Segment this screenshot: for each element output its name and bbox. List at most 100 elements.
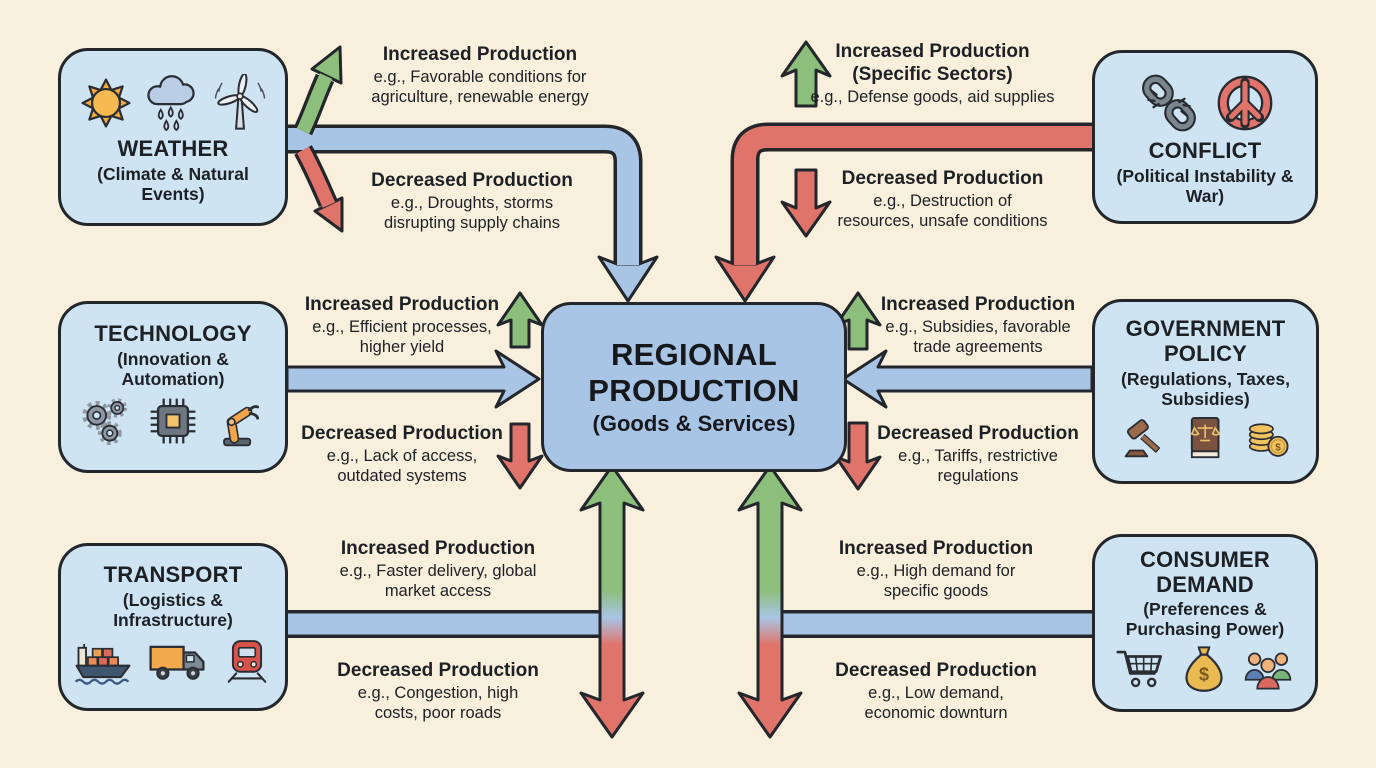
weather-decrease-arrow [294, 145, 344, 233]
truck-icon [149, 645, 205, 680]
svg-text:$: $ [1275, 442, 1281, 453]
conflict-decrease-label: Decreased Production e.g., Destruction o… [795, 168, 1090, 231]
transport-icons [70, 634, 276, 688]
center-title-line2: PRODUCTION [588, 372, 800, 408]
label-title: Increased Production [835, 41, 1030, 62]
conflict-increase-label: Increased Production (Specific Sectors) … [785, 41, 1080, 107]
government-subtitle: (Regulations, Taxes, Subsidies) [1121, 368, 1290, 409]
government-increase-label: Increased Production e.g., Subsidies, fa… [828, 294, 1128, 357]
label-line: e.g., Destruction of [873, 191, 1012, 210]
peace-symbol-icon [1217, 75, 1273, 131]
label-line: e.g., Efficient processes, [312, 317, 492, 336]
label-line: e.g., High demand for [856, 561, 1016, 580]
technology-increase-arrow [496, 291, 544, 349]
consumer-updown-arrow [737, 464, 803, 739]
government-decrease-label: Decreased Production e.g., Tariffs, rest… [828, 423, 1128, 486]
label-line: e.g., Congestion, high [357, 683, 519, 702]
label-title: Decreased Production [877, 423, 1079, 444]
technology-decrease-label: Decreased Production e.g., Lack of acces… [252, 423, 552, 486]
transport-subtitle: (Logistics & Infrastructure) [113, 589, 233, 630]
consumer-icons: $ [1113, 643, 1297, 695]
label-title: Increased Production [880, 294, 1076, 315]
people-icon [1244, 652, 1292, 690]
center-title-line1: REGIONAL [610, 337, 777, 373]
technology-increase-label: Increased Production e.g., Efficient pro… [252, 294, 552, 357]
label-line: e.g., Low demand, [868, 683, 1004, 702]
consumer-decrease-label: Decreased Production e.g., Low demand, e… [786, 660, 1086, 723]
label-line: disrupting supply chains [383, 213, 561, 232]
conflict-to-center-band [714, 122, 1092, 303]
label-line: higher yield [359, 337, 445, 356]
label-title: Decreased Production [301, 423, 503, 444]
broken-chain-icon [1142, 74, 1196, 132]
shopping-cart-icon [1116, 651, 1162, 688]
regional-production-box: REGIONAL PRODUCTION (Goods & Services) [541, 302, 847, 472]
label-title: Increased Production [304, 294, 500, 315]
conflict-title: CONFLICT [1148, 138, 1262, 164]
label-line: e.g., Subsidies, favorable [885, 317, 1071, 336]
conflict-icons [1133, 72, 1277, 134]
label-line: costs, poor roads [374, 703, 502, 722]
weather-increase-label: Increased Production e.g., Favorable con… [330, 44, 630, 107]
technology-decrease-arrow [496, 422, 544, 490]
rain-cloud-icon [147, 75, 195, 132]
government-icons: $ [1116, 413, 1296, 463]
money-bag-icon: $ [1185, 646, 1223, 693]
center-subtitle: (Goods & Services) [592, 410, 796, 436]
label-line: agriculture, renewable energy [371, 87, 589, 106]
wind-turbine-icon [214, 74, 266, 130]
transport-increase-label: Increased Production e.g., Faster delive… [288, 538, 588, 601]
label-title: Increased Production [340, 538, 536, 559]
label-title: Decreased Production [337, 660, 539, 681]
label-line: outdated systems [337, 466, 467, 485]
label-line: e.g., Tariffs, restrictive [898, 446, 1058, 465]
label-title: Increased Production [838, 538, 1034, 559]
sun-icon [81, 78, 131, 128]
label-line: e.g., Faster delivery, global [339, 561, 537, 580]
transport-title: TRANSPORT [103, 562, 243, 588]
consumer-increase-label: Increased Production e.g., High demand f… [786, 538, 1086, 601]
label-line: e.g., Droughts, storms [390, 193, 554, 212]
technology-to-center-arrow [285, 349, 541, 409]
label-line: e.g., Defense goods, aid supplies [810, 87, 1055, 106]
consumer-title: CONSUMER DEMAND [1140, 546, 1270, 597]
label-line: market access [384, 581, 492, 600]
coins-icon: $ [1248, 423, 1288, 457]
label-line: regulations [937, 466, 1019, 485]
weather-decrease-label: Decreased Production e.g., Droughts, sto… [322, 170, 622, 233]
label-title: Decreased Production [835, 660, 1037, 681]
weather-title: WEATHER [117, 136, 229, 162]
gavel-icon [1124, 419, 1160, 458]
weather-to-center-band [287, 124, 659, 303]
label-title: Increased Production [382, 44, 578, 65]
weather-increase-arrow [293, 45, 343, 136]
conflict-increase-arrow [780, 40, 832, 108]
label-title: Decreased Production [841, 168, 1044, 189]
consumer-demand-box: CONSUMER DEMAND (Preferences & Purchasin… [1092, 534, 1318, 712]
weather-icons [77, 74, 269, 132]
label-line: resources, unsafe conditions [837, 211, 1048, 230]
weather-box: WEATHER (Climate & Natural Events) [58, 48, 288, 226]
technology-box: TECHNOLOGY (Innovation & Automation) [58, 301, 288, 473]
gears-icon [82, 397, 128, 445]
conflict-box: CONFLICT (Political Instability & War) [1092, 50, 1318, 224]
weather-subtitle: (Climate & Natural Events) [97, 163, 249, 204]
svg-text:$: $ [1199, 665, 1209, 685]
law-book-icon [1190, 416, 1220, 459]
technology-title: TECHNOLOGY [94, 321, 252, 347]
label-title2: (Specific Sectors) [852, 63, 1013, 85]
government-to-center-arrow [841, 349, 1094, 409]
label-line: e.g., Favorable conditions for [373, 67, 587, 86]
conflict-subtitle: (Political Instability & War) [1116, 165, 1294, 206]
government-title: GOVERNMENT POLICY [1125, 316, 1286, 367]
label-line: e.g., Lack of access, [326, 446, 478, 465]
cargo-ship-icon [74, 643, 131, 685]
technology-icons [78, 393, 268, 449]
train-icon [227, 639, 267, 683]
label-line: specific goods [883, 581, 989, 600]
technology-subtitle: (Innovation & Automation) [117, 348, 229, 389]
transport-box: TRANSPORT (Logistics & Infrastructure) [58, 543, 288, 711]
conflict-decrease-arrow [780, 168, 832, 238]
